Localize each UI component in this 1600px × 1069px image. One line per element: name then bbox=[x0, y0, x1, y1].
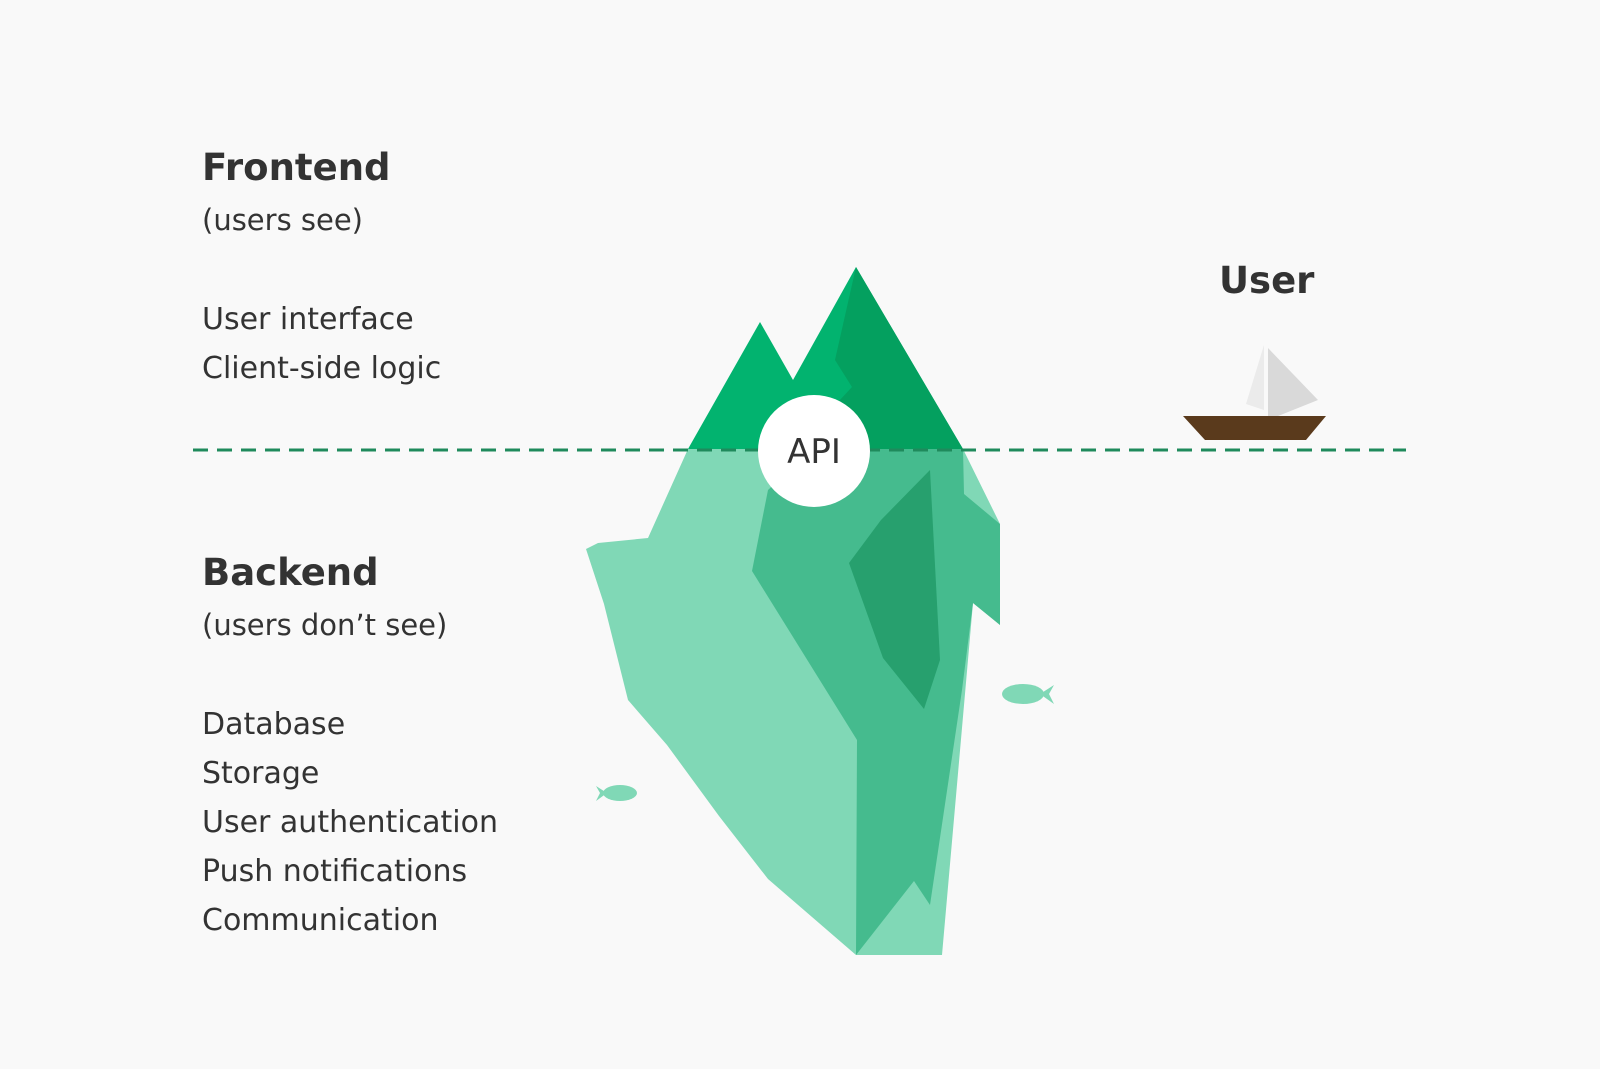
fish-icon bbox=[1002, 684, 1054, 704]
api-node: API bbox=[758, 395, 870, 507]
frontend-title: Frontend bbox=[202, 146, 391, 189]
api-label: API bbox=[787, 432, 841, 472]
frontend-note: (users see) bbox=[202, 203, 364, 237]
list-item: Database bbox=[202, 707, 346, 742]
backend-list: Database Storage User authentication Pus… bbox=[202, 700, 498, 945]
fish-left-tail bbox=[596, 786, 607, 801]
list-item: Storage bbox=[202, 756, 320, 791]
boat-sail-back bbox=[1246, 345, 1264, 410]
fish-icon bbox=[596, 785, 637, 801]
list-item: User interface bbox=[202, 302, 414, 337]
fish-right-tail bbox=[1040, 685, 1054, 704]
iceberg-peak-dark bbox=[826, 267, 963, 449]
fish-right-body bbox=[1002, 684, 1044, 704]
backend-title: Backend bbox=[202, 551, 379, 594]
api-circle bbox=[758, 395, 870, 507]
boat-sail-front bbox=[1268, 348, 1318, 420]
iceberg-underwater-dark bbox=[849, 470, 940, 709]
backend-note: (users don’t see) bbox=[202, 608, 448, 642]
list-item: Push notifications bbox=[202, 854, 468, 889]
iceberg-icon bbox=[586, 267, 1000, 955]
frontend-list: User interface Client-side logic bbox=[202, 295, 441, 393]
boat-hull bbox=[1183, 416, 1326, 440]
fish-left-body bbox=[603, 785, 637, 801]
list-item: User authentication bbox=[202, 805, 499, 840]
sailboat-icon bbox=[1183, 345, 1326, 440]
list-item: Client-side logic bbox=[202, 351, 442, 386]
user-label: User bbox=[1219, 259, 1315, 302]
list-item: Communication bbox=[202, 903, 439, 938]
iceberg-underwater-mid bbox=[752, 449, 1000, 955]
